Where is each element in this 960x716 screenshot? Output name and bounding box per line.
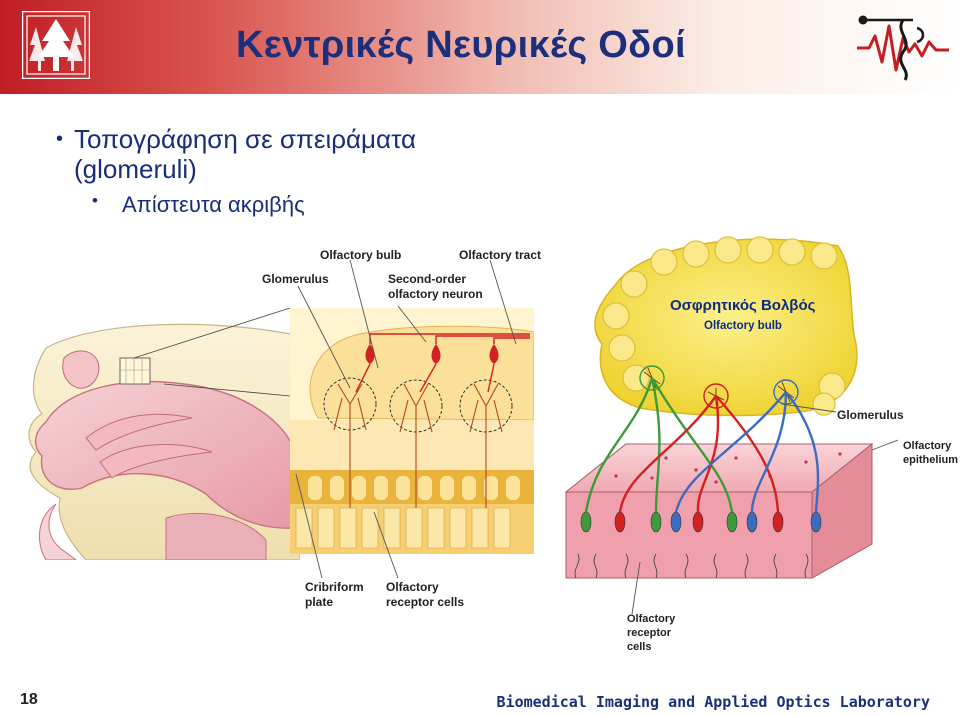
label-receptor-right-1: Olfactory [627,612,675,626]
label-glomerulus-left: Glomerulus [262,272,329,286]
label-olfactory-bulb-left: Olfactory bulb [320,248,401,262]
label-receptor-left-2: receptor cells [386,595,464,609]
header-banner: Κεντρικές Νευρικές Οδοί [0,0,960,94]
bullet-level1: • Τοπογράφηση σε σπειράματα (glomeruli) [58,124,418,184]
bullet-level2: • Απίστευτα ακριβής [92,192,452,218]
leader-line-receptor-right [610,560,650,616]
label-bulb-english: Olfactory bulb [704,320,782,332]
footer-lab-name: Biomedical Imaging and Applied Optics La… [497,693,930,711]
leader-lines-left [280,258,530,598]
label-second-order-1: Second-order [388,272,466,286]
label-olfactory-tract: Olfactory tract [459,248,541,262]
label-receptor-left-1: Olfactory [386,580,439,594]
zoom-guide-lines [120,300,300,400]
lab-logo-icon [855,12,951,82]
label-receptor-right-3: cells [627,640,651,654]
label-cribriform-2: plate [305,595,333,609]
university-logo-icon [22,11,90,79]
label-cribriform-1: Cribriform [305,580,364,594]
label-glomerulus-right: Glomerulus [837,408,904,422]
bullet-list: • Τοπογράφηση σε σπειράματα (glomeruli) … [58,124,418,218]
label-receptor-right-2: receptor [627,626,671,640]
label-second-order-2: olfactory neuron [388,287,483,301]
page-number: 18 [20,691,38,709]
label-epithelium-1: Olfactory [903,439,951,453]
label-bulb-greek: Οσφρητικός Βολβός [670,297,815,314]
label-epithelium-2: epithelium [903,453,958,467]
slide-title: Κεντρικές Νευρικές Οδοί [236,24,686,67]
